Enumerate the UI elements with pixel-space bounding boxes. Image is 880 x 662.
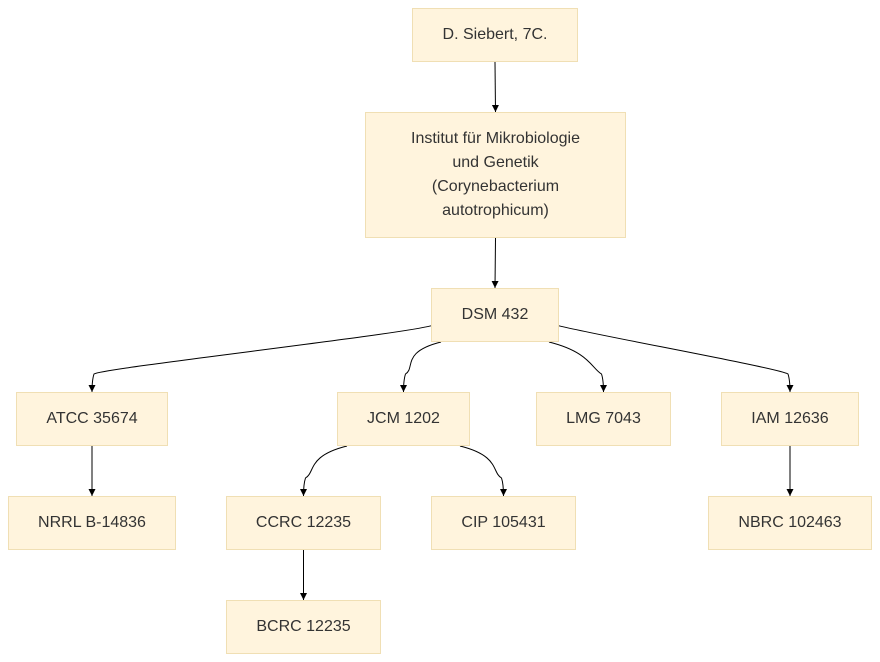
- node-label: LMG 7043: [566, 410, 641, 427]
- edge-jcm1202-ccrc12235: [300, 445, 348, 497]
- node-label: D. Siebert, 7C.: [442, 26, 548, 43]
- node-label: DSM 432: [461, 306, 529, 323]
- node-dsm432: DSM 432: [431, 288, 559, 342]
- node-label: CIP 105431: [461, 514, 546, 531]
- edge-institut-dsm432: [491, 237, 499, 289]
- node-ccrc12235: CCRC 12235: [226, 496, 381, 550]
- node-institut: Institut für Mikrobiologie und Genetik (…: [365, 112, 626, 238]
- node-label: IAM 12636: [751, 410, 829, 427]
- node-label: Institut für Mikrobiologie und Genetik (…: [411, 130, 580, 219]
- node-jcm1202: JCM 1202: [337, 392, 470, 446]
- node-cip105431: CIP 105431: [431, 496, 576, 550]
- node-lmg7043: LMG 7043: [536, 392, 671, 446]
- node-atcc35674: ATCC 35674: [16, 392, 168, 446]
- node-label: JCM 1202: [367, 410, 440, 427]
- node-label: NRRL B-14836: [38, 514, 146, 531]
- edge-dsm432-iam12636: [558, 325, 794, 393]
- node-iam12636: IAM 12636: [721, 392, 859, 446]
- node-label: CCRC 12235: [255, 514, 352, 531]
- edge-dsm432-atcc35674: [88, 325, 432, 393]
- edge-dsm432-jcm1202: [400, 341, 442, 393]
- node-nrrl14836: NRRL B-14836: [8, 496, 176, 550]
- edge-siebert-institut: [491, 61, 499, 113]
- node-label: NBRC 102463: [738, 514, 842, 531]
- node-label: ATCC 35674: [46, 410, 138, 427]
- node-bcrc12235: BCRC 12235: [226, 600, 381, 654]
- edge-jcm1202-cip105431: [459, 445, 507, 497]
- node-siebert: D. Siebert, 7C.: [412, 8, 578, 62]
- node-nbrc102463: NBRC 102463: [708, 496, 872, 550]
- edge-dsm432-lmg7043: [548, 341, 607, 393]
- node-label: BCRC 12235: [256, 618, 351, 635]
